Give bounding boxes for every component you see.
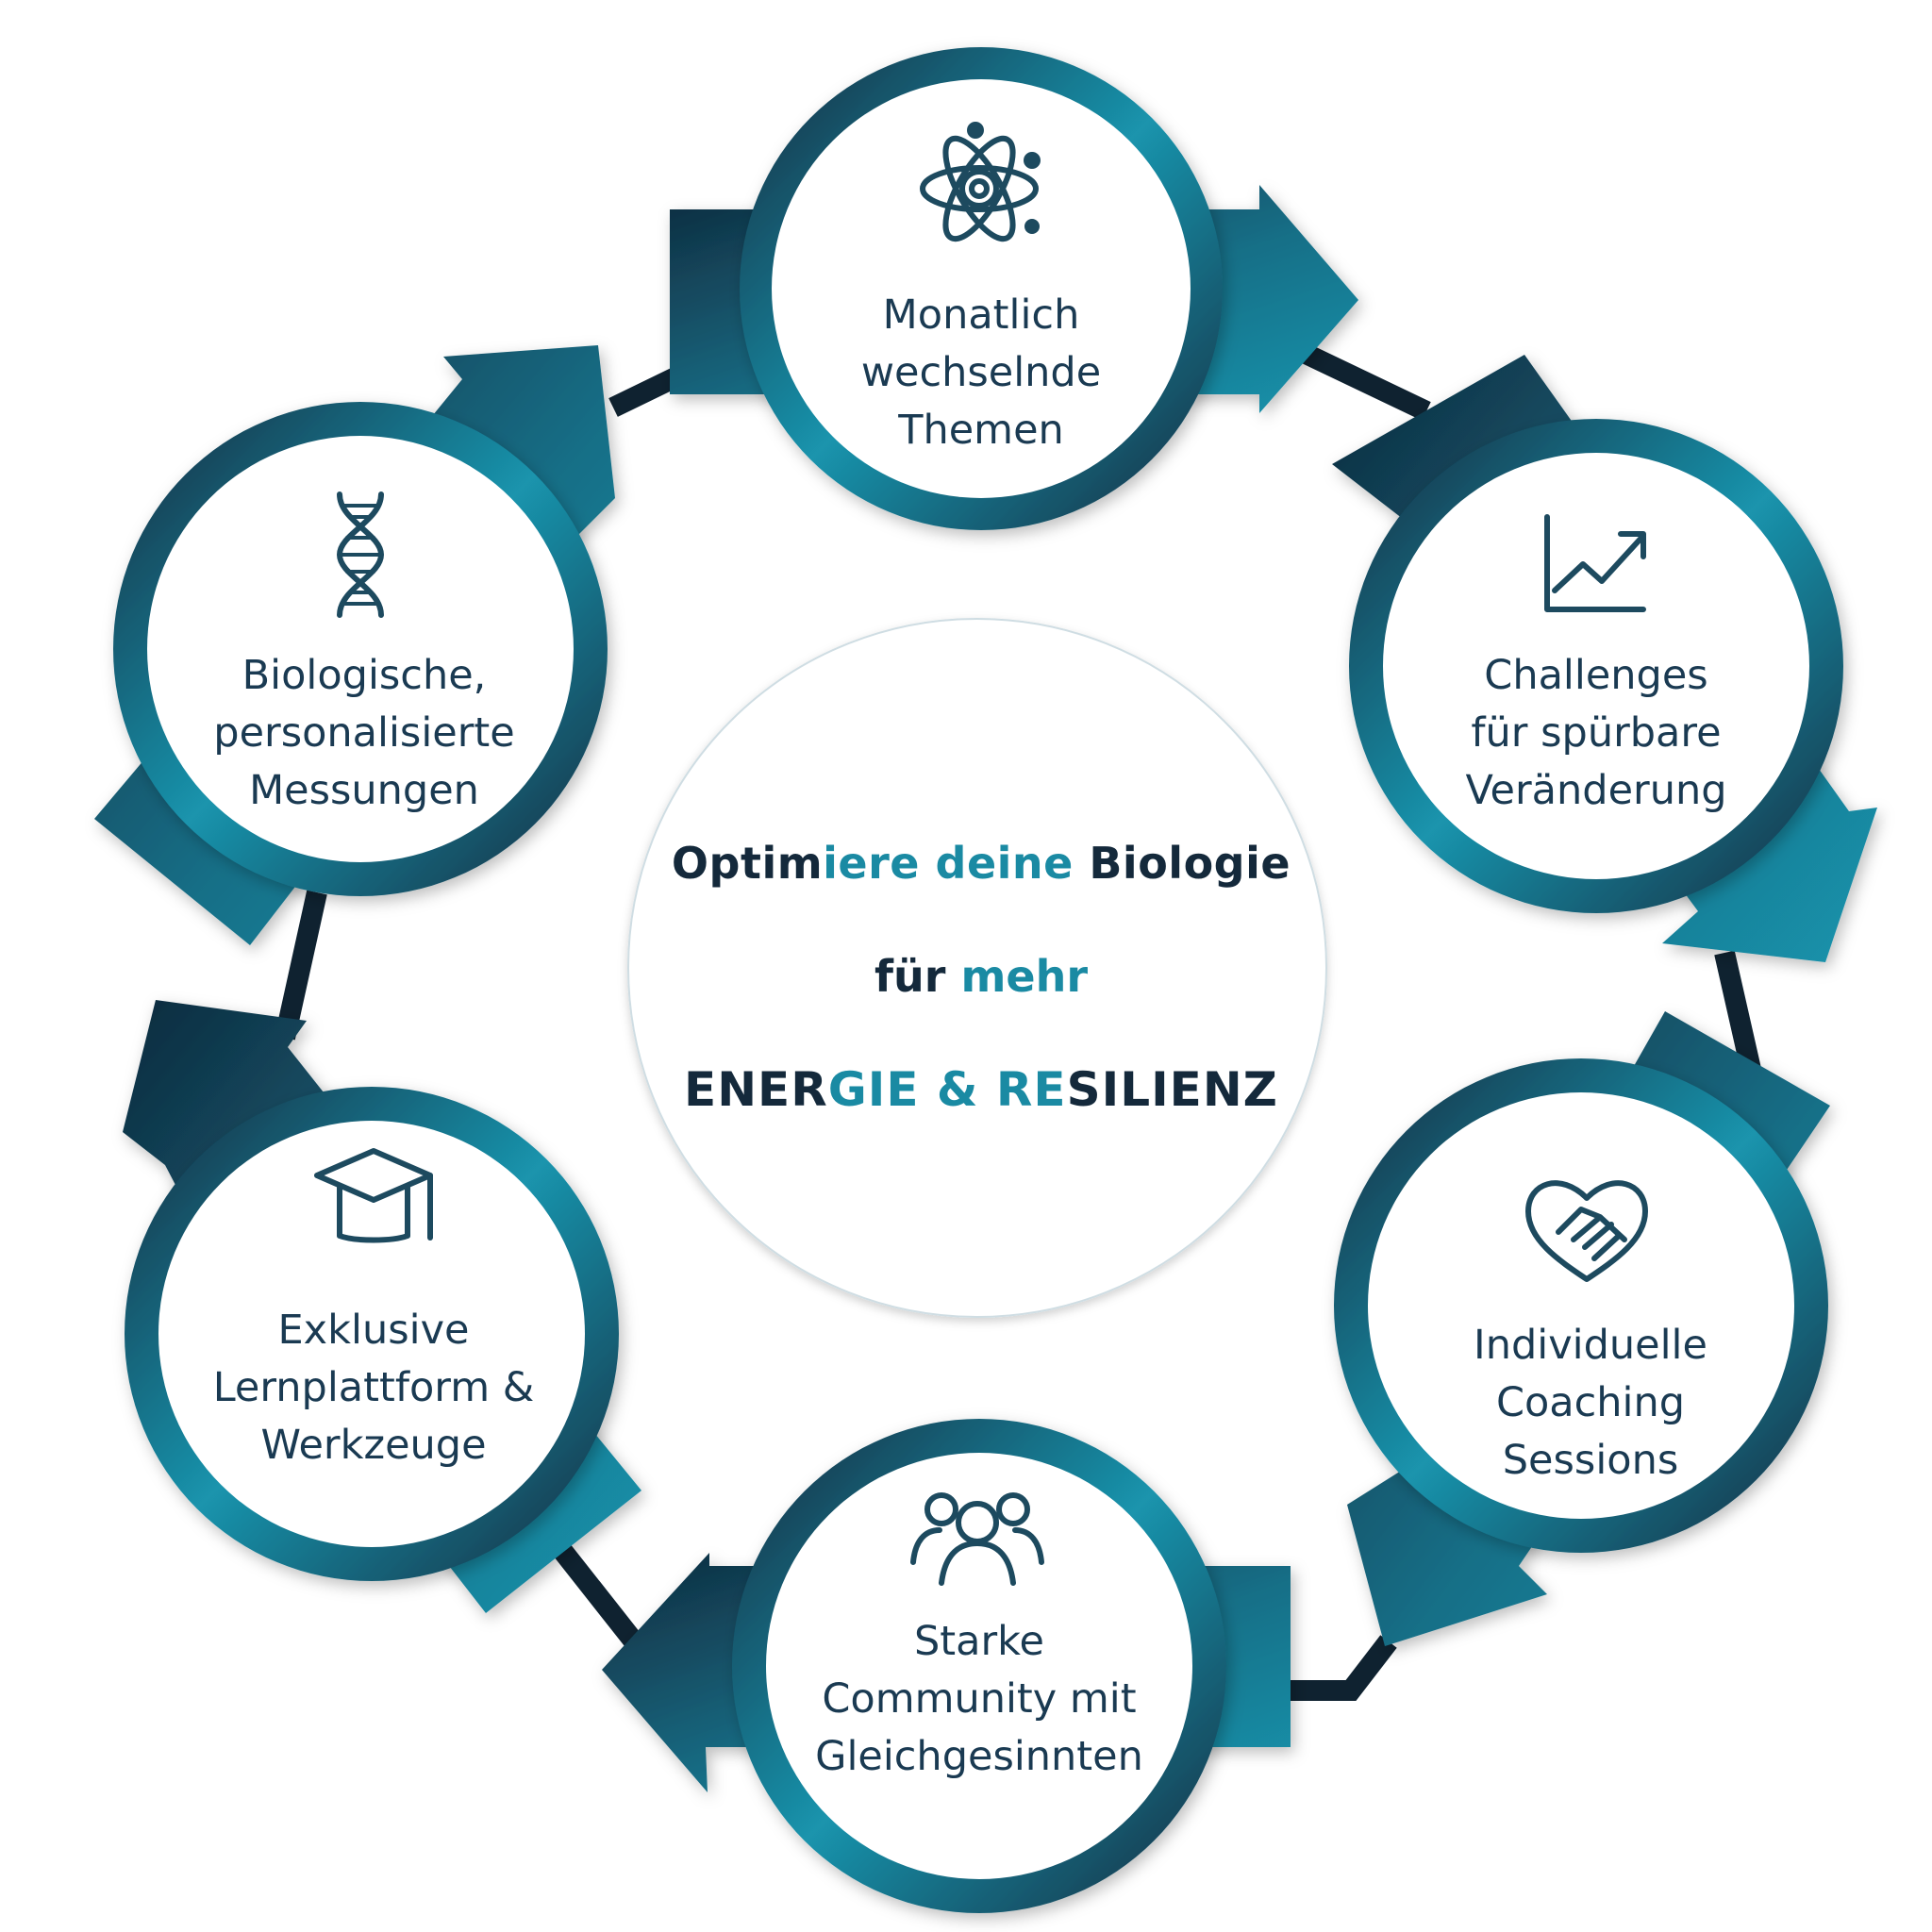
connector-line bbox=[548, 1537, 642, 1648]
node-label-line: Sessions bbox=[1502, 1436, 1679, 1484]
connector-line bbox=[608, 366, 684, 417]
node-face-measurements bbox=[147, 436, 574, 862]
node-label-line: Lernplattform & bbox=[212, 1363, 535, 1411]
node-label-line: wechselnde bbox=[860, 348, 1102, 396]
connector-line bbox=[275, 890, 327, 1041]
connector-line bbox=[1295, 341, 1431, 421]
connector-line bbox=[1291, 1635, 1397, 1701]
center-circle bbox=[627, 618, 1327, 1318]
node-label-learning: Exklusive Lernplattform & Werkzeuge bbox=[194, 1298, 553, 1477]
node-face-learning bbox=[158, 1121, 585, 1547]
node-label-line: für spürbare bbox=[1471, 708, 1722, 757]
graduation-cap-icon bbox=[314, 1148, 433, 1243]
node-label-line: Veränderung bbox=[1465, 766, 1727, 814]
node-label-coaching: Individuelle Coaching Sessions bbox=[1411, 1313, 1770, 1492]
node-label-line: Community mit bbox=[822, 1674, 1137, 1723]
handshake-heart-icon bbox=[1525, 1180, 1648, 1282]
atom-icon bbox=[920, 122, 1041, 242]
node-label-line: Challenges bbox=[1484, 651, 1708, 699]
node-label-line: Coaching bbox=[1495, 1378, 1686, 1426]
node-faces bbox=[147, 79, 1809, 1879]
center-title-line-3: ENERGIE & RESILIENZ bbox=[684, 1062, 1278, 1117]
node-label-challenges: Challenges für spürbare Veränderung bbox=[1417, 643, 1775, 823]
node-label-themes: Monatlich wechselnde Themen bbox=[811, 283, 1151, 462]
node-label-line: Werkzeuge bbox=[260, 1421, 487, 1469]
dna-icon bbox=[337, 491, 384, 618]
node-label-line: Messungen bbox=[249, 766, 479, 814]
node-face-coaching bbox=[1368, 1092, 1794, 1519]
node-label-line: Starke bbox=[913, 1617, 1044, 1665]
node-label-line: Themen bbox=[898, 406, 1064, 454]
growth-chart-icon bbox=[1544, 514, 1646, 612]
node-label-line: Exklusive bbox=[277, 1306, 470, 1354]
node-label-line: Biologische, bbox=[242, 651, 487, 699]
node-label-line: personalisierte bbox=[213, 708, 515, 757]
node-face-community bbox=[766, 1453, 1192, 1879]
community-icon bbox=[910, 1492, 1044, 1586]
node-label-community: Starke Community mit Gleichgesinnten bbox=[800, 1609, 1158, 1789]
node-label-line: Monatlich bbox=[882, 291, 1080, 339]
node-label-line: Individuelle bbox=[1474, 1321, 1707, 1369]
center-title-line-2: für mehr bbox=[874, 951, 1089, 1002]
node-label-line: Gleichgesinnten bbox=[815, 1732, 1143, 1780]
connector-lines bbox=[275, 341, 1767, 1701]
center-title: Optimiere deine Biologie für mehr ENERGI… bbox=[641, 821, 1321, 1132]
center-title-line-1: Optimiere deine Biologie bbox=[671, 838, 1291, 889]
node-face-themes bbox=[772, 79, 1191, 498]
node-label-measurements: Biologische, personalisierte Messungen bbox=[185, 643, 543, 823]
node-face-challenges bbox=[1383, 453, 1809, 879]
